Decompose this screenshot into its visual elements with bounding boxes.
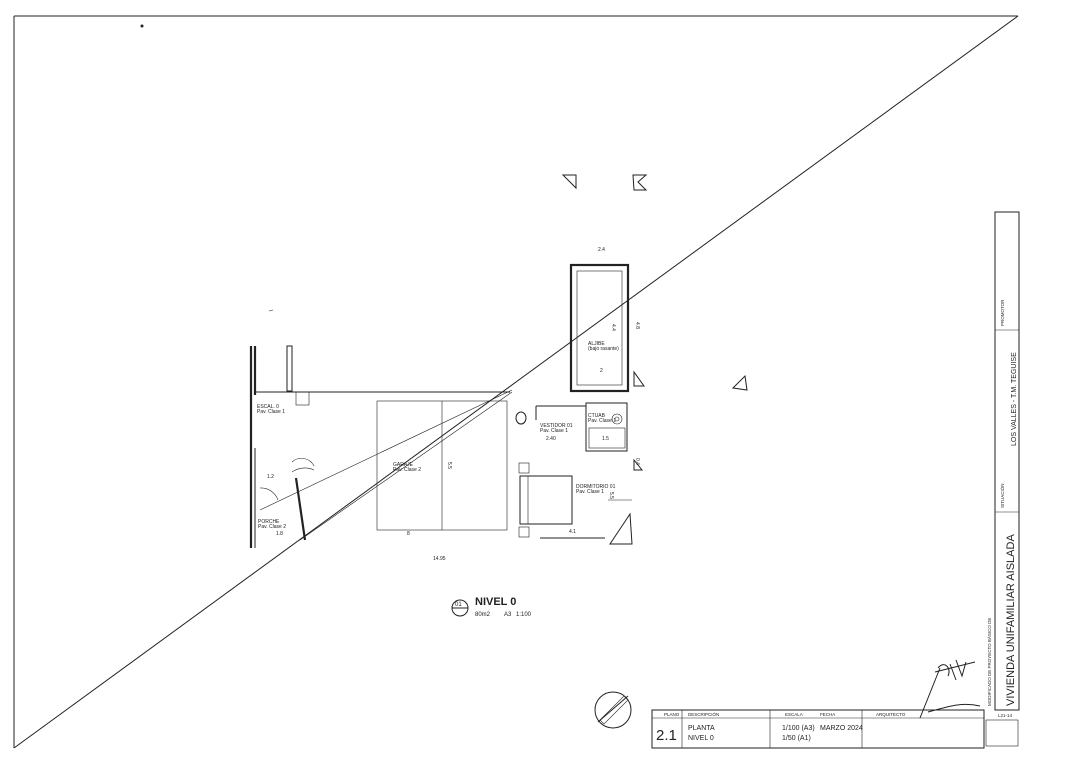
situacion-value: LOS VALLES - T.M. TEGUISE [1011,352,1018,446]
th-fecha: FECHA [820,712,835,717]
vestidor-room: VESTIDOR 01 Pav. Clase 1 2.40 CTUAB Pav.… [515,402,640,465]
aljibe-name: ALJIBE [588,341,605,347]
situacion-label: SITUACIÓN [999,483,1005,508]
dim-aljibe-top: 2.4 [598,247,605,253]
vestidor-name: VESTIDOR 01 [540,423,573,429]
escalera-name: ESCAL. 0 [257,404,279,410]
title-block: PLANO DESCRIPCIÓN ESCALA FECHA ARQUITECT… [651,659,985,749]
dim-dorm-height: 5.5 [608,492,614,499]
side-code: L21-14 [998,713,1013,718]
porche-area: ESCAL. 0 Pav. Clase 1 PORCHE Pav. Clase … [249,345,510,548]
promotor-label: PROMOTOR [1000,299,1005,326]
garaje-room: GARAJE Pav. Clase 2 5.5 8 14.95 [376,400,508,562]
escala-2: 1/50 (A1) [782,735,811,742]
escala-1: 1/100 (A3) [782,725,815,732]
architect-signature [919,659,981,719]
dim-garaje-width: 8 [407,531,410,537]
sheet-frame [13,15,1019,749]
escalera-floor: Pav. Clase 1 [257,409,285,415]
dormitorio-room: DORMITORIO 01 Pav. Clase 1 5.5 4.1 [518,462,633,545]
bano-name: CTUAB [588,413,606,419]
plan-scale: 1:100 [516,612,532,618]
th-escala: ESCALA [785,712,803,717]
th-descripcion: DESCRIPCIÓN [688,711,719,717]
side-block: VIVIENDA UNIFAMILIAR AISLADA MODIFICADO … [983,211,1020,748]
garaje-floor: Pav. Clase 2 [393,467,421,473]
dim-dorm-width: 4.1 [569,529,576,535]
project-caption: MODIFICADO DE PROYECTO BÁSICO DE [986,618,992,706]
project-title: VIVIENDA UNIFAMILIAR AISLADA [1005,534,1017,706]
dim-aljibe-inner-a: 4.4 [610,324,616,331]
plan-area: 80m2 [475,612,491,618]
construction-lines [259,389,513,541]
dim-right-a: 0.4 [634,458,640,465]
north-arrow-icon [594,691,632,729]
aljibe-note: (bajo rasante) [588,346,619,352]
dim-porche-a: 1.2 [267,474,274,480]
porche-floor: Pav. Clase 2 [258,524,286,530]
vestidor-floor: Pav. Clase 1 [540,428,568,434]
plan-scale-prefix: A3 [504,612,512,618]
dim-aljibe-side: 4.8 [634,322,640,329]
plan-title: NIVEL 0 [475,596,516,608]
plan-label: 01 NIVEL 0 80m2 A3 1:100 [451,596,532,618]
th-plano: PLANO [664,712,680,717]
porche-name: PORCHE [258,519,280,525]
descripcion-1: PLANTA [688,725,715,732]
dormitorio-name: DORMITORIO 01 [576,484,616,490]
section-marker-icon [268,174,748,471]
dormitorio-floor: Pav. Clase 1 [576,489,604,495]
dim-total-width: 14.95 [433,556,446,562]
garaje-name: GARAJE [393,462,414,468]
plano-number: 2.1 [656,727,677,744]
fecha-value: MARZO 2024 [820,725,863,732]
th-arquitecto: ARQUITECTO [876,712,906,717]
dim-bano: 1.5 [602,436,609,442]
bano-floor: Pav. Clase 1 [588,418,616,424]
descripcion-2: NIVEL 0 [688,735,714,742]
dim-aljibe-inner-b: 2 [600,368,603,374]
aljibe-room: ALJIBE (bajo rasante) 2.4 4.8 4.4 2 [569,247,640,393]
dim-vestidor: 2.40 [546,436,556,442]
dim-porche-b: 1.8 [276,531,283,537]
dim-garaje-height: 5.5 [446,462,452,469]
plan-number: 01 [455,602,462,608]
